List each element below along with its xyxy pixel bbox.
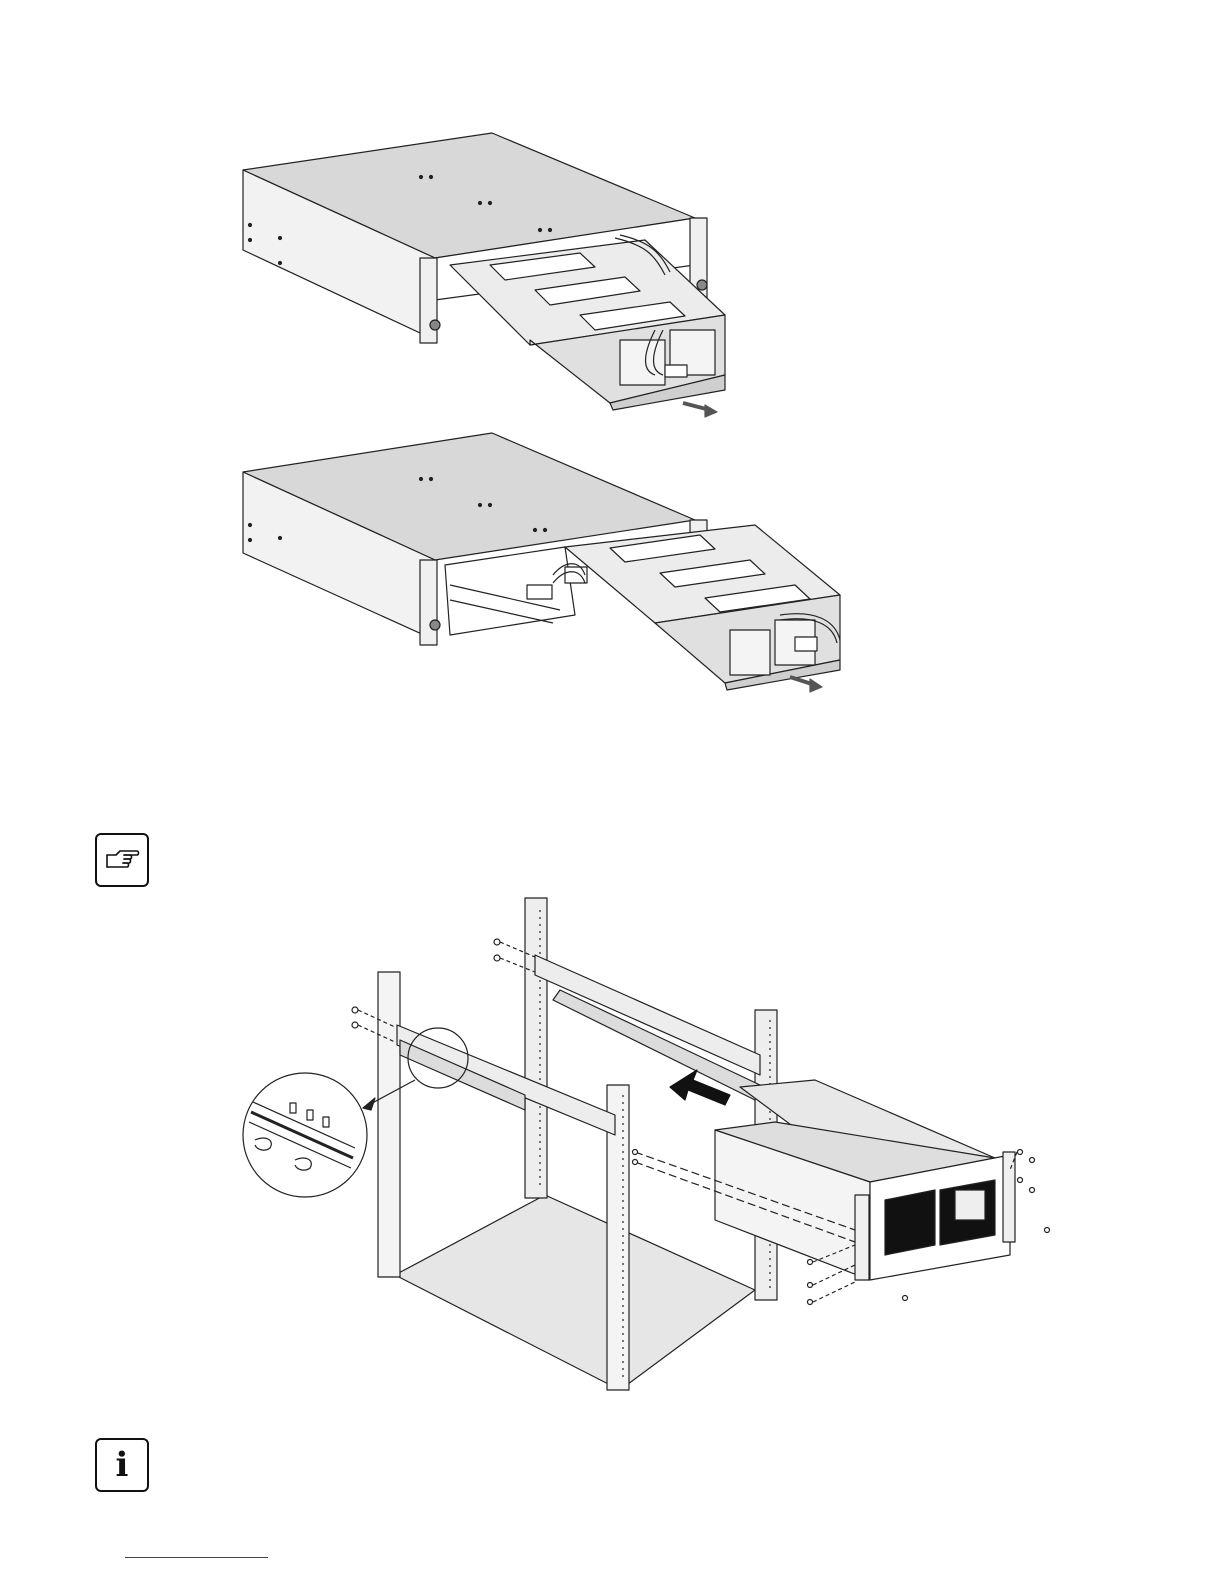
footer-rule (125, 1557, 268, 1558)
battery-drawer-drawing-1 (235, 125, 745, 425)
info-icon: i (95, 1438, 149, 1492)
info-glyph: i (116, 1448, 129, 1482)
battery-drawer-drawing-2 (235, 425, 855, 710)
rack-mounting-drawing (235, 890, 1065, 1395)
pointing-hand-glyph (104, 847, 140, 873)
battery-drawer-illustration-1 (235, 125, 745, 425)
rack-mounting-illustration (235, 890, 1065, 1395)
pointing-hand-icon (95, 833, 149, 887)
battery-drawer-illustration-2 (235, 425, 855, 710)
